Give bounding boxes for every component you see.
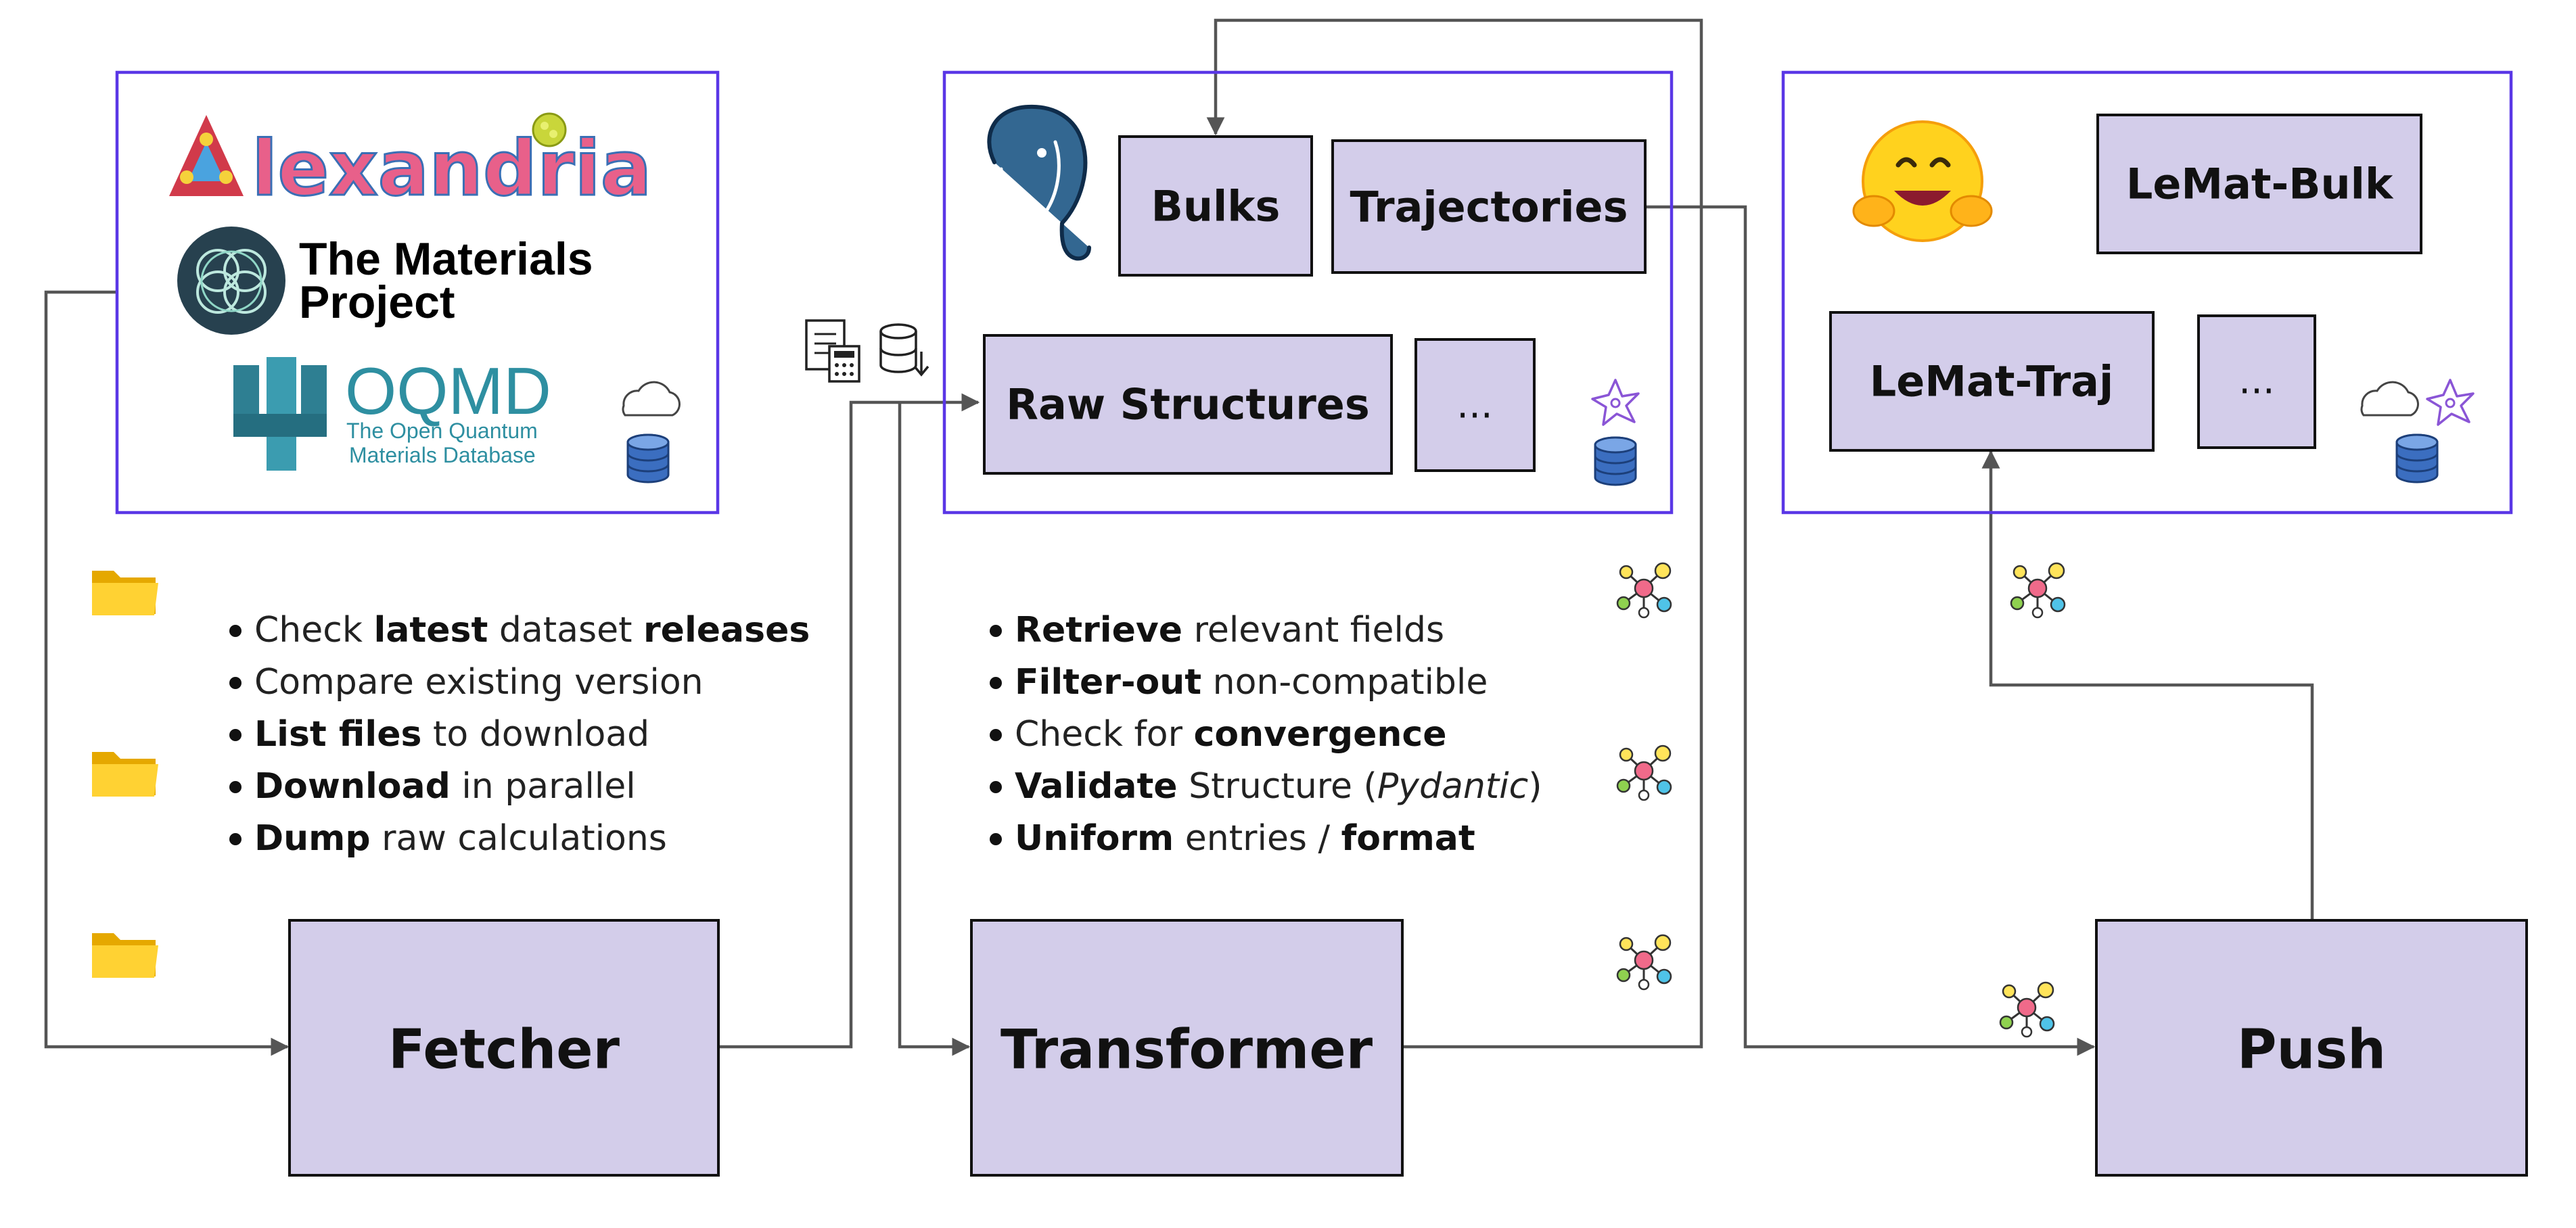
transformer-note-bullet <box>990 677 1002 689</box>
transformer-note-item: Retrieve relevant fields <box>1015 610 1444 651</box>
lemat-bulk-label: LeMat-Bulk <box>2126 160 2394 209</box>
fetcher-note-bullet <box>229 833 242 845</box>
connector-sources-to-fetcher <box>44 290 290 1056</box>
database-icon <box>626 433 670 483</box>
alexandria-logo: lexandria <box>169 112 653 214</box>
push-node[interactable]: Push <box>2095 919 2528 1177</box>
bulks-node[interactable]: Bulks <box>1118 135 1313 277</box>
database-more-label: ... <box>1456 383 1492 427</box>
connector-raw-to-transformer <box>898 402 971 1056</box>
materials-project-title-line2: Project <box>299 277 455 328</box>
document-calculator-icon <box>805 319 860 383</box>
fetcher-label: Fetcher <box>388 1018 620 1081</box>
connector-trajectories-to-push <box>1645 205 2096 1056</box>
fetcher-note-bullet <box>229 781 242 793</box>
network-icon <box>1999 981 2055 1038</box>
fetcher-node[interactable]: Fetcher <box>288 919 720 1177</box>
network-icon <box>1616 745 1672 801</box>
fetcher-note-item: Compare existing version <box>254 662 704 703</box>
postgres-elephant-icon <box>987 104 1091 261</box>
database-more-node[interactable]: ... <box>1414 338 1536 472</box>
database-download-icon <box>879 323 929 377</box>
oqmd-logo: OQMD The Open Quantum Materials Database <box>233 354 551 471</box>
oqmd-psi-icon <box>233 357 327 471</box>
fetcher-note-bullet <box>229 677 242 689</box>
fetcher-note-item: List files to download <box>254 714 649 755</box>
network-icon <box>2010 562 2066 619</box>
hub-box: LeMat-Bulk LeMat-Traj ... <box>1781 70 2513 515</box>
spark-icon <box>2426 379 2475 426</box>
fetcher-note-bullet <box>229 729 242 741</box>
lemat-traj-label: LeMat-Traj <box>1870 357 2114 406</box>
spark-icon <box>1591 379 1640 426</box>
push-label: Push <box>2237 1018 2386 1081</box>
materials-project-logo: The Materials Project <box>177 227 593 335</box>
sources-box: lexandria The Materials Project <box>115 70 720 515</box>
database-box: Bulks Trajectories Raw Structures ... <box>942 70 1674 515</box>
connectors <box>44 18 2314 1056</box>
materials-project-rings-icon <box>177 227 285 335</box>
materials-project-title-line1: The Materials <box>299 233 593 285</box>
transformer-note-bullet <box>990 625 1002 637</box>
hub-more-label: ... <box>2238 359 2274 403</box>
cloud-icon <box>622 381 681 417</box>
raw-structures-node[interactable]: Raw Structures <box>983 334 1393 475</box>
transformer-note-item: Uniform entries / format <box>1015 818 1475 859</box>
transformer-note-item: Filter-out non-compatible <box>1015 662 1488 703</box>
database-icon <box>2395 433 2439 483</box>
oqmd-subtitle-line2: Materials Database <box>349 443 536 467</box>
alexandria-wordmark: lexandria <box>252 125 651 213</box>
folder-icon <box>92 752 158 797</box>
database-icon <box>1594 436 1637 486</box>
oqmd-subtitle-line1: The Open Quantum <box>346 419 538 443</box>
network-icon <box>1616 562 1672 619</box>
fetcher-note-item: Check latest dataset releases <box>254 610 810 651</box>
fetcher-note-item: Dump raw calculations <box>254 818 667 859</box>
connector-transformer-to-bulks <box>1206 18 1703 1049</box>
transformer-note-bullet <box>990 729 1002 741</box>
hub-more-node[interactable]: ... <box>2197 314 2316 449</box>
transformer-label: Transformer <box>1001 1018 1373 1081</box>
raw-structures-label: Raw Structures <box>1006 380 1370 429</box>
network-icon <box>1616 934 1672 991</box>
connector-push-to-lemat-traj <box>1981 450 2314 920</box>
transformer-note-item: Check for convergence <box>1015 714 1447 755</box>
transformer-note-item: Validate Structure (Pydantic) <box>1015 766 1542 807</box>
lemat-bulk-node[interactable]: LeMat-Bulk <box>2096 114 2422 254</box>
bulks-label: Bulks <box>1151 182 1281 231</box>
cloud-icon <box>2360 381 2419 417</box>
connector-fetcher-to-raw-structures <box>718 393 980 1049</box>
lemat-traj-node[interactable]: LeMat-Traj <box>1829 311 2155 452</box>
folder-icon <box>92 933 158 978</box>
fetcher-note-bullet <box>229 625 242 637</box>
folder-icon <box>92 571 158 615</box>
transformer-note-bullet <box>990 833 1002 845</box>
alexandria-sphere-icon <box>532 112 567 147</box>
trajectories-label: Trajectories <box>1350 183 1628 232</box>
fetcher-note-item: Download in parallel <box>254 766 636 807</box>
transformer-note-bullet <box>990 781 1002 793</box>
trajectories-node[interactable]: Trajectories <box>1331 139 1647 274</box>
oqmd-wordmark: OQMD <box>345 354 551 428</box>
alexandria-triangle-icon <box>169 115 244 196</box>
transformer-node[interactable]: Transformer <box>970 919 1404 1177</box>
hugging-face-icon <box>1852 120 1993 242</box>
